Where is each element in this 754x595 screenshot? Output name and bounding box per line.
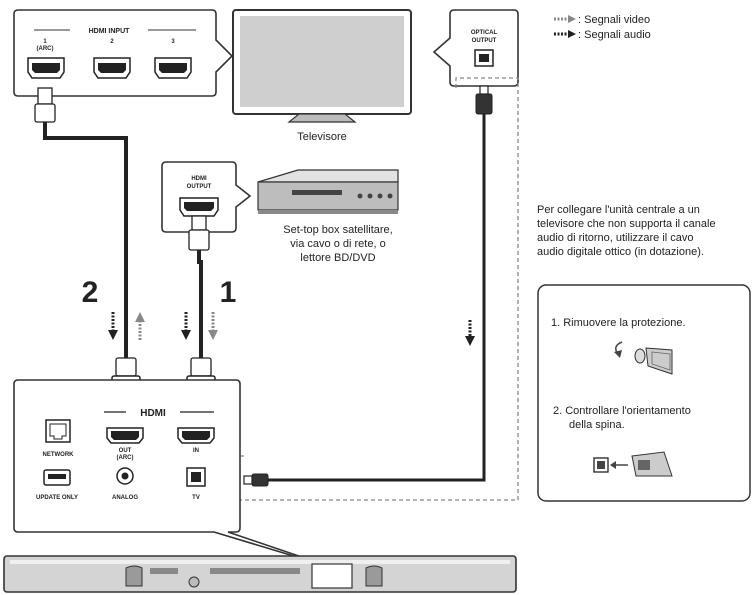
source-hdmi-output-callout: HDMI OUTPUT bbox=[161, 161, 252, 233]
optical-title-1: OPTICAL bbox=[471, 30, 498, 36]
video-down-arrow-icon bbox=[208, 312, 218, 340]
network-label: NETWORK bbox=[43, 452, 75, 458]
tv-hdmi-port-1-icon bbox=[27, 57, 65, 79]
source-label-line1: Set-top box satellitare, bbox=[283, 224, 392, 236]
analog-jack-icon bbox=[116, 467, 134, 485]
note-line2: televisore che non supporta il canale bbox=[537, 218, 716, 230]
step-number-1: 1 bbox=[220, 276, 237, 309]
audio-down-arrow-icon bbox=[181, 312, 191, 340]
usb-port-icon bbox=[43, 469, 71, 486]
tv-hdmi-port-3-icon bbox=[154, 57, 192, 79]
hdmi-logo-text: HDMI bbox=[140, 408, 166, 419]
hdmi-cable-tv-arc bbox=[34, 87, 141, 399]
step-number-2: 2 bbox=[82, 276, 99, 309]
source-hdmi-title-2: OUTPUT bbox=[187, 184, 212, 190]
source-label-line3: lettore BD/DVD bbox=[300, 252, 375, 264]
hdmi-out-arc-port-icon bbox=[106, 427, 144, 444]
instruction-step1: 1. Rimuovere la protezione. bbox=[551, 317, 686, 329]
audio-down-arrow-icon bbox=[465, 320, 475, 346]
hdmi-input-title: HDMI INPUT bbox=[89, 28, 131, 35]
network-port-icon bbox=[45, 419, 71, 443]
hdmi-port-1-arc-label: (ARC) bbox=[37, 46, 54, 52]
optical-title-2: OUTPUT bbox=[472, 38, 497, 44]
update-only-label: UPDATE ONLY bbox=[36, 495, 78, 501]
legend: : Segnali video : Segnali audio bbox=[554, 14, 651, 41]
optical-route-dashed-outline bbox=[231, 77, 519, 501]
instruction-step2-line1: 2. Controllare l'orientamento bbox=[553, 405, 691, 417]
television-icon bbox=[232, 9, 412, 123]
instruction-step2-line2: della spina. bbox=[569, 419, 625, 431]
optical-tv-port-icon bbox=[186, 467, 206, 487]
plug-orientation-icon bbox=[593, 451, 673, 477]
soundbar-icon bbox=[3, 555, 517, 593]
hdmi-port-3-label: 3 bbox=[171, 39, 175, 45]
audio-down-arrow-icon bbox=[108, 312, 118, 340]
hdmi-port-2-label: 2 bbox=[110, 39, 114, 45]
tv-label: Televisore bbox=[297, 131, 347, 143]
tv-hdmi-input-callout: HDMI INPUT 1 (ARC) 2 3 bbox=[13, 9, 234, 97]
source-hdmi-port-icon bbox=[179, 197, 219, 217]
audio-arrow-icon bbox=[554, 30, 576, 38]
optical-cable bbox=[243, 85, 493, 487]
hdmi-in-port-icon bbox=[177, 427, 215, 444]
note-line3: audio di ritorno, utilizzare il cavo bbox=[537, 232, 694, 244]
note-line1: Per collegare l'unità centrale a un bbox=[537, 204, 700, 216]
hdmi-in-label: IN bbox=[193, 448, 199, 454]
bd-dvd-player-icon bbox=[257, 169, 399, 214]
tv-optical-output-callout: OPTICAL OUTPUT bbox=[432, 9, 519, 87]
soundbar-rear-panel: HDMI NETWORK OUT (ARC) IN UPDATE ONLY bbox=[13, 379, 341, 571]
note-line4: audio digitale ottico (in dotazione). bbox=[537, 246, 704, 258]
hdmi-port-1-label: 1 bbox=[43, 39, 47, 45]
tv-optical-label: TV bbox=[192, 495, 200, 501]
hdmi-out-arc-label: (ARC) bbox=[117, 455, 134, 461]
source-hdmi-title-1: HDMI bbox=[191, 176, 207, 182]
legend-audio-label: : Segnali audio bbox=[578, 29, 651, 41]
hdmi-cable-source bbox=[186, 215, 216, 399]
legend-video-label: : Segnali video bbox=[578, 14, 650, 26]
instruction-box: 1. Rimuovere la protezione. 2. Controlla… bbox=[537, 284, 751, 502]
video-arrow-icon bbox=[554, 15, 576, 23]
remove-cap-icon bbox=[614, 341, 673, 375]
source-label-line2: via cavo o di rete, o bbox=[290, 238, 385, 250]
tv-hdmi-port-2-icon bbox=[93, 57, 131, 79]
video-up-arrow-icon bbox=[135, 312, 145, 340]
analog-label: ANALOG bbox=[112, 495, 138, 501]
hdmi-out-label: OUT bbox=[119, 448, 132, 454]
tv-optical-port-icon bbox=[474, 49, 494, 67]
